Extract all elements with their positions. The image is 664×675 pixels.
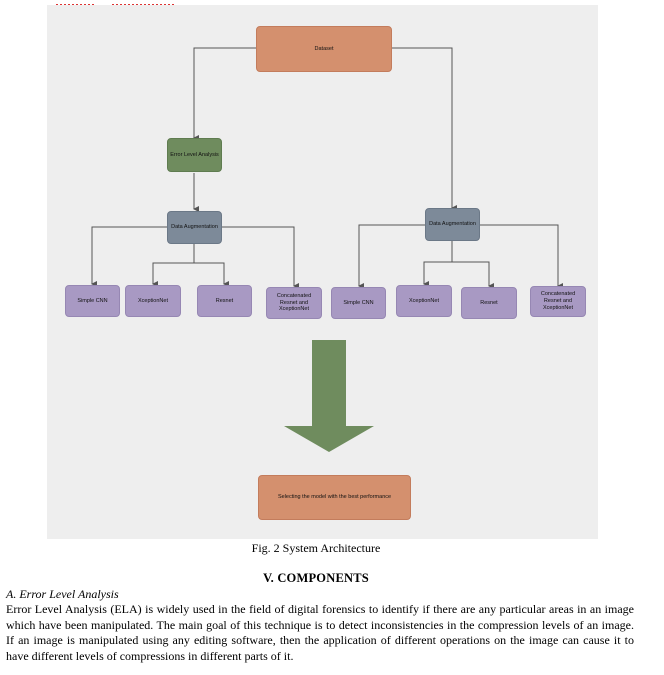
resnet-right-node: Resnet [461, 287, 517, 319]
connector-aug-simplecnn-right [358, 224, 425, 289]
large-down-arrow [284, 340, 374, 452]
connector-aug-resnet-left [194, 262, 229, 287]
section-heading: V. COMPONENTS [263, 571, 369, 585]
connector-aug-concat-left [221, 226, 299, 289]
data-augmentation-right-node: Data Augmentation [425, 208, 480, 241]
concatenated-resnet-xceptionnet-left-node: Concatenated Resnet and XceptionNet [266, 287, 322, 319]
connector-aug-xception-left [152, 244, 195, 287]
subsection-heading: A. Error Level Analysis [6, 587, 119, 601]
xceptionnet-right-node: XceptionNet [396, 285, 452, 317]
system-architecture-figure: Dataset Error Level Analysis Data Augmen… [47, 5, 598, 539]
dataset-node: Dataset [256, 26, 392, 72]
data-augmentation-left-node: Data Augmentation [167, 211, 222, 244]
connector-dataset-augmentation-right [392, 47, 457, 211]
connector-lines [91, 47, 563, 452]
connector-aug-xception-right [423, 241, 453, 287]
connector-dataset-ela [193, 47, 256, 141]
connector-aug-simplecnn-left [91, 226, 167, 287]
connector-aug-resnet-right [452, 261, 494, 289]
figure-caption: Fig. 2 System Architecture [251, 541, 381, 555]
concatenated-resnet-xceptionnet-right-node: Concatenated Resnet and XceptionNet [530, 286, 586, 317]
xceptionnet-left-node: XceptionNet [125, 285, 181, 317]
body-paragraph: Error Level Analysis (ELA) is widely use… [6, 602, 634, 664]
final-selection-node: Selecting the model with the best perfor… [258, 475, 411, 520]
connector-aug-concat-right [479, 224, 563, 289]
error-level-analysis-node: Error Level Analysis [167, 138, 222, 172]
resnet-left-node: Resnet [197, 285, 252, 317]
simple-cnn-right-node: Simple CNN [331, 287, 386, 319]
simple-cnn-left-node: Simple CNN [65, 285, 120, 317]
